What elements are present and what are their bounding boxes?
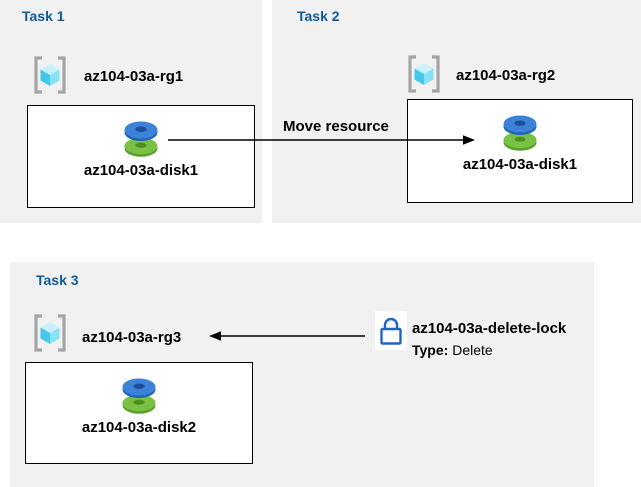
disk-name: az104-03a-disk2 xyxy=(81,419,197,436)
resource-group-name: az104-03a-rg1 xyxy=(84,68,184,85)
lock-type-label: Type: xyxy=(412,342,449,358)
task2-title: Task 2 xyxy=(297,8,340,24)
resource-group-name: az104-03a-rg3 xyxy=(82,329,182,346)
resource-group-icon xyxy=(34,314,66,352)
task3-title: Task 3 xyxy=(36,272,79,288)
task2-resource-box: az104-03a-disk1 xyxy=(407,99,633,203)
disk-icon xyxy=(124,121,158,157)
lock-icon xyxy=(380,317,402,345)
disk-icon xyxy=(122,378,156,414)
resource-group-name: az104-03a-rg2 xyxy=(456,67,556,84)
lock-type-value: Delete xyxy=(452,342,493,358)
task1-resource-box: az104-03a-disk1 xyxy=(27,105,255,208)
lock-icon-container xyxy=(375,311,407,350)
lock-type-line: Type: Delete xyxy=(412,342,493,358)
resource-group-icon xyxy=(408,55,440,93)
move-resource-label: Move resource xyxy=(283,118,389,135)
disk-name: az104-03a-disk1 xyxy=(83,162,199,179)
disk-name: az104-03a-disk1 xyxy=(462,156,578,173)
task3-resource-box: az104-03a-disk2 xyxy=(25,362,253,464)
task1-title: Task 1 xyxy=(22,8,65,24)
disk-icon xyxy=(503,115,537,151)
lock-name: az104-03a-delete-lock xyxy=(412,320,567,337)
resource-group-icon xyxy=(34,56,66,94)
